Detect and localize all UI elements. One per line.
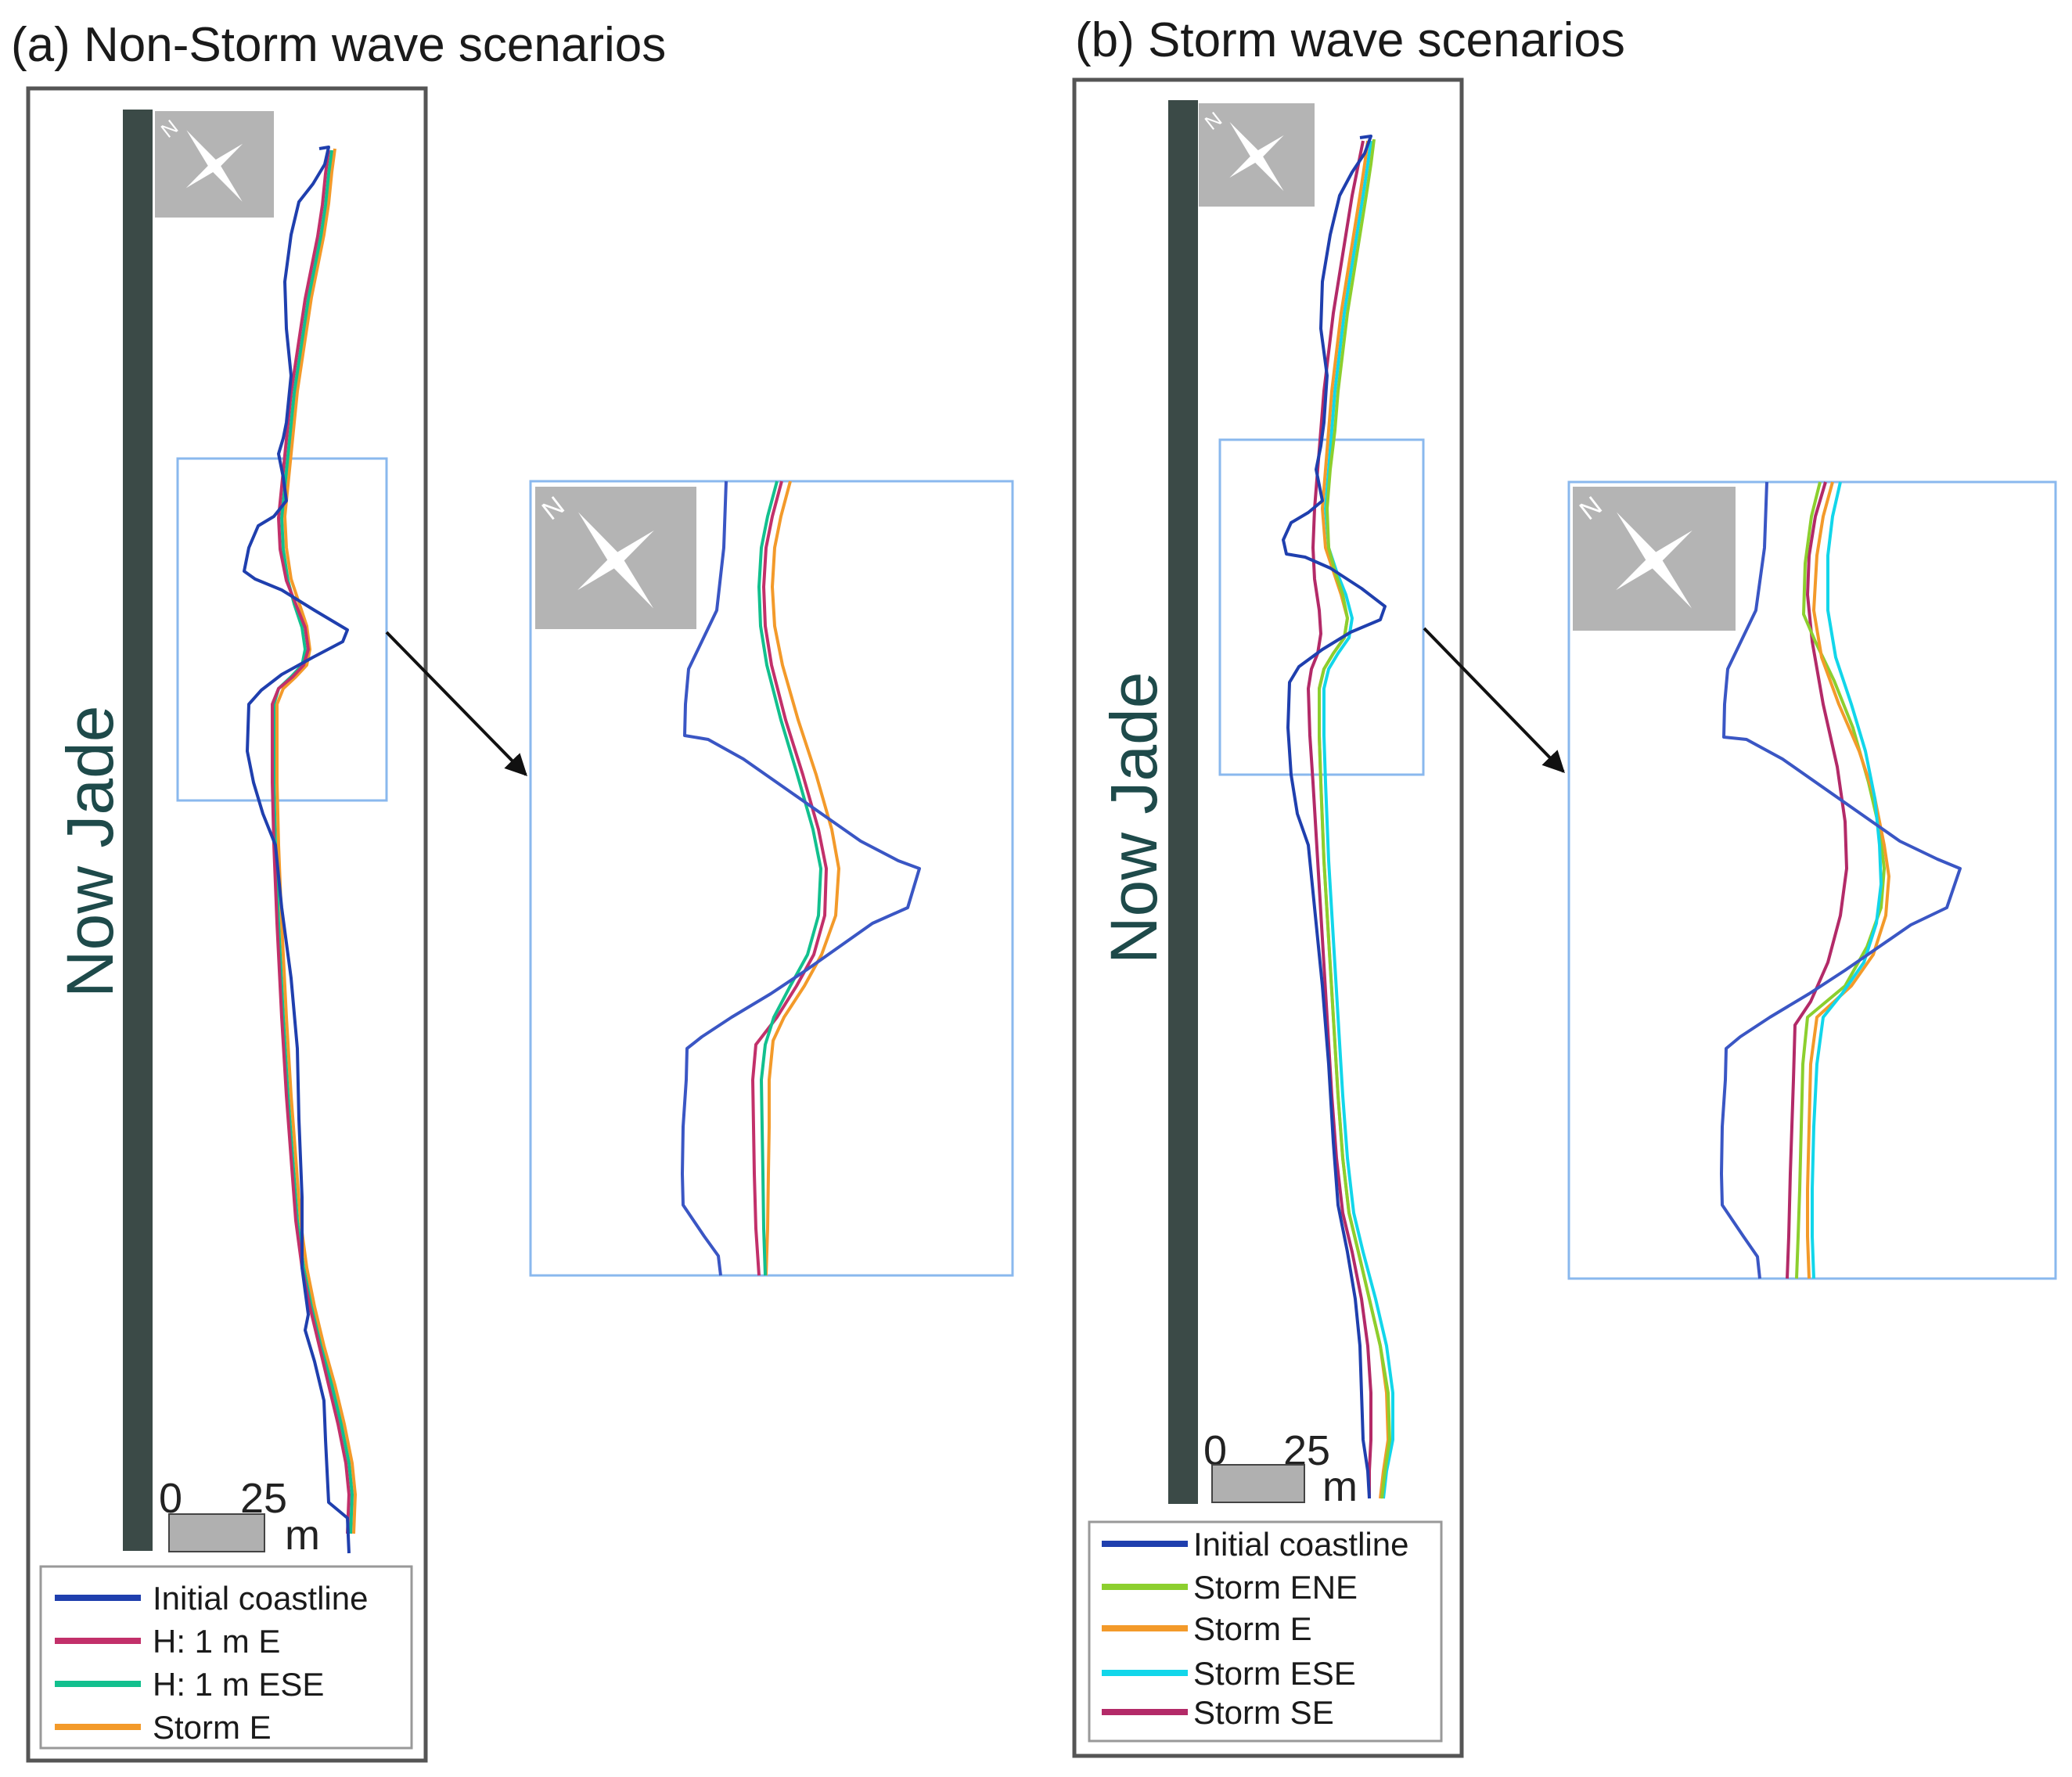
panel-b: (b) Storm wave scenarios Now Jade N (1072, 13, 2057, 1758)
panel-b-zoom-coastlines (1720, 481, 1962, 1279)
panel-a-legend: Initial coastline H: 1 m E H: 1 m ESE St… (39, 1565, 413, 1750)
panel-a-zoom-line-initial (681, 480, 921, 1276)
panel-b-seawall (1168, 100, 1198, 1504)
legend-item: Storm ENE (1102, 1569, 1358, 1606)
north-arrow-icon: N (535, 487, 696, 629)
panel-b-scale-bar (1211, 1464, 1305, 1503)
panel-a-map-frame (26, 86, 428, 1763)
legend-label: Initial coastline (1193, 1526, 1408, 1563)
panel-a-line-storm-e (275, 148, 357, 1534)
north-arrow-icon: N (1199, 103, 1315, 207)
legend-label: Storm ESE (1193, 1655, 1356, 1692)
panel-a-coastlines (243, 146, 357, 1554)
panel-b-legend: Initial coastline Storm ENE Storm E Stor… (1088, 1520, 1443, 1743)
panel-b-line-storm-se (1307, 140, 1372, 1498)
panel-b-title: (b) Storm wave scenarios (1075, 13, 1625, 67)
panel-b-zoom-line-storm-ese (1811, 481, 1883, 1279)
north-arrow-icon: N (155, 111, 274, 218)
legend-label: Storm SE (1193, 1694, 1334, 1731)
panel-b-zoom-line-storm-ene (1795, 481, 1886, 1279)
panel-a-scale-bar (168, 1513, 265, 1552)
legend-item: H: 1 m E (55, 1623, 280, 1660)
legend-label: Storm E (1193, 1610, 1312, 1647)
legend-label: Storm ENE (1193, 1569, 1358, 1606)
panel-a-zoom-line-storm-e (764, 480, 840, 1276)
panel-a-line-initial (243, 146, 351, 1554)
panel-a-zoom-coastlines (681, 480, 921, 1276)
panel-a-zoom-line-h1-ese (757, 480, 822, 1276)
panel-a-scale-unit: m (285, 1512, 320, 1559)
panel-b-map-frame (1072, 77, 1464, 1758)
legend-item: Initial coastline (1102, 1526, 1408, 1563)
north-arrow-icon: N (1573, 487, 1736, 631)
panel-b-line-storm-ene (1318, 138, 1391, 1499)
panel-b-zoom-line-storm-e (1806, 481, 1890, 1279)
panel-a-title: (a) Non-Storm wave scenarios (11, 18, 666, 72)
panel-a-region-label: Now Jade (53, 705, 127, 998)
legend-label: Initial coastline (153, 1580, 368, 1617)
zoom-arrow-icon (385, 631, 527, 777)
legend-item: Storm E (1102, 1610, 1312, 1647)
panel-a-zoom-box (176, 457, 388, 802)
legend-label: Storm E (153, 1709, 272, 1746)
panel-b-scale-unit: m (1322, 1463, 1358, 1510)
panel-a-seawall (123, 110, 153, 1551)
panel-a-zoom-line-h1-e (751, 480, 828, 1276)
legend-label: H: 1 m E (153, 1623, 280, 1660)
legend-item: H: 1 m ESE (55, 1666, 324, 1703)
zoom-arrow-icon (1423, 627, 1565, 774)
panel-b-region-label: Now Jade (1097, 671, 1171, 964)
panel-b-line-initial (1282, 135, 1387, 1499)
panel-b-coastlines (1282, 135, 1394, 1499)
panel-b-line-storm-ese (1322, 140, 1394, 1499)
panel-b-zoom-line-initial (1720, 481, 1962, 1279)
panel-a: (a) Non-Storm wave scenarios Now Jade N (11, 18, 1014, 1763)
legend-item: Storm ESE (1102, 1655, 1356, 1692)
legend-label: H: 1 m ESE (153, 1666, 324, 1703)
legend-item: Initial coastline (55, 1580, 368, 1617)
panel-b-zoom-line-storm-se (1786, 481, 1848, 1279)
legend-item: Storm SE (1102, 1694, 1334, 1731)
legend-item: Storm E (55, 1709, 272, 1746)
panel-a-line-h1-e (271, 149, 351, 1534)
